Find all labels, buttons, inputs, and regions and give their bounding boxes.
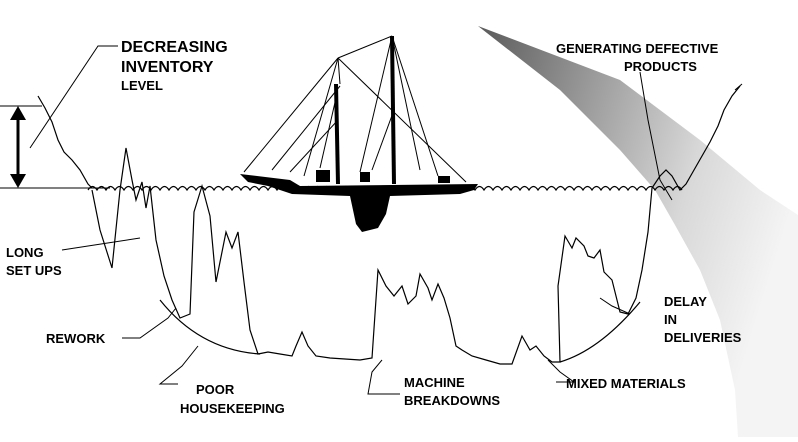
ship-cabin-3 <box>438 176 450 183</box>
left-cliff <box>37 95 93 189</box>
leader-lines <box>61 71 673 395</box>
label-delay-1: DELAY <box>664 294 707 309</box>
label-long-2: SET UPS <box>6 263 62 278</box>
ship-mast-fore <box>334 83 340 185</box>
label-long-setups: LONG SET UPS <box>6 245 62 278</box>
ship-cabin-2 <box>360 172 370 182</box>
label-delay-3: DELIVERIES <box>664 330 742 345</box>
ship <box>240 35 478 232</box>
leader-machine <box>367 359 400 395</box>
leader-delay <box>599 297 631 315</box>
label-long-1: LONG <box>6 245 44 260</box>
right-cliff-tip <box>734 83 743 91</box>
inventory-level-arrow <box>0 105 110 189</box>
label-defective-1: GENERATING DEFECTIVE <box>556 41 719 56</box>
label-rework: REWORK <box>46 331 106 346</box>
label-machine-1: MACHINE <box>404 375 465 390</box>
ship-rigging <box>243 35 467 183</box>
label-poor-2: HOUSEKEEPING <box>180 401 285 416</box>
sea-floor-rocks <box>91 147 653 365</box>
leader-rework <box>122 307 177 339</box>
label-mixed-materials: MIXED MATERIALS <box>566 376 686 391</box>
label-delay-deliveries: DELAY IN DELIVERIES <box>664 294 742 345</box>
ship-hull <box>240 174 478 232</box>
basin-curve <box>159 299 641 363</box>
label-decreasing-1: DECREASING <box>121 39 228 56</box>
label-defective: GENERATING DEFECTIVE PRODUCTS <box>556 41 719 74</box>
label-delay-2: IN <box>664 312 677 327</box>
leader-defective <box>639 71 673 201</box>
leader-long-setups <box>61 237 141 251</box>
label-machine-breakdowns: MACHINE BREAKDOWNS <box>404 375 500 408</box>
label-poor-1: POOR <box>196 382 235 397</box>
label-decreasing: DECREASING INVENTORY LEVEL <box>121 39 228 93</box>
label-defective-2: PRODUCTS <box>624 59 697 74</box>
ship-mast-main <box>390 35 396 185</box>
leader-mixed <box>547 359 576 383</box>
label-poor-housekeeping: POOR HOUSEKEEPING <box>180 382 285 416</box>
label-decreasing-2: INVENTORY <box>121 59 214 76</box>
label-decreasing-3: LEVEL <box>121 78 163 93</box>
leader-poor <box>158 345 199 385</box>
shadow-wedge <box>478 26 798 437</box>
ship-cabin <box>316 170 330 182</box>
decreasing-leader-line <box>29 45 118 149</box>
label-machine-2: BREAKDOWNS <box>404 393 500 408</box>
right-cliff <box>651 85 741 191</box>
